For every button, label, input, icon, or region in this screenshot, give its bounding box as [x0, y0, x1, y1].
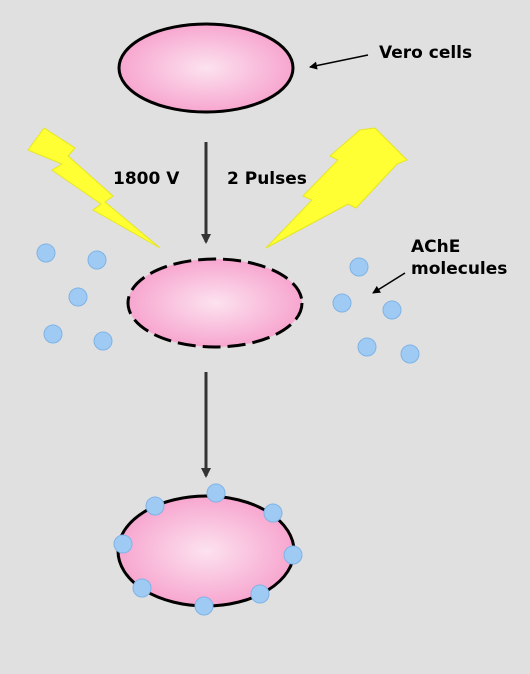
lightning-bolt-icon [27, 127, 161, 249]
ache-molecule-icon [263, 503, 283, 523]
pulses-label: 2 Pulses [227, 169, 307, 189]
ache-molecule-icon [250, 584, 270, 604]
vero-pointer-arrow [309, 54, 369, 70]
ache-molecule-icon [87, 250, 107, 270]
intact-cell [117, 22, 295, 114]
voltage-label: 1800 V [113, 169, 180, 189]
ache-molecule-icon [206, 483, 226, 503]
incorporated-ache-molecules [113, 483, 303, 616]
ache-molecule-icon [132, 578, 152, 598]
ache-molecules-right [332, 257, 420, 364]
vero-cells-label: Vero cells [379, 43, 473, 63]
ache-molecule-icon [194, 596, 214, 616]
ache-molecule-icon [332, 293, 352, 313]
ache-molecule-icon [43, 324, 63, 344]
ache-label-line1: AChE [411, 237, 461, 257]
ache-molecule-icon [400, 344, 420, 364]
ache-molecule-icon [113, 534, 133, 554]
ache-molecule-icon [349, 257, 369, 277]
ache-molecule-icon [68, 287, 88, 307]
ache-molecule-icon [283, 545, 303, 565]
permeabilized-cell [126, 257, 304, 349]
ache-molecules-left [36, 243, 113, 351]
ache-pointer-arrow [372, 272, 406, 294]
ache-molecule-icon [357, 337, 377, 357]
ache-molecule-icon [145, 496, 165, 516]
ache-molecule-icon [36, 243, 56, 263]
lightning-bolt-icon [265, 127, 408, 249]
ache-molecule-icon [93, 331, 113, 351]
ache-label-line2: molecules [411, 259, 508, 279]
ache-molecule-icon [382, 300, 402, 320]
